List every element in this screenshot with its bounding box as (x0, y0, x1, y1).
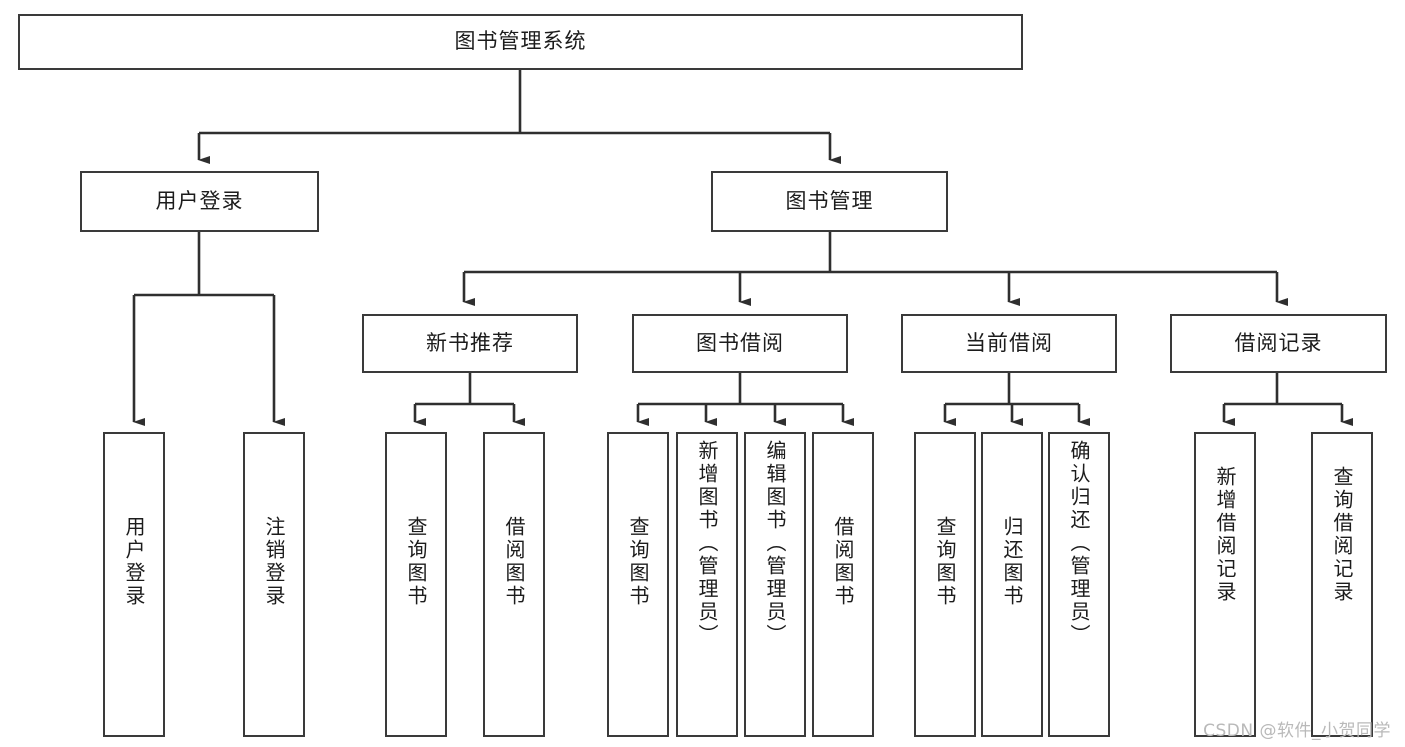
node-book-borrow[interactable]: 图书借阅 (632, 314, 848, 373)
node-leaf-edit-book-label: 编辑图书（管理员） (763, 440, 787, 647)
node-new-book-recommend[interactable]: 新书推荐 (362, 314, 578, 373)
node-root-label: 图书管理系统 (454, 29, 587, 54)
node-leaf-add-book[interactable]: 新增图书（管理员） (676, 432, 738, 737)
node-leaf-add-record[interactable]: 新增借阅记录 (1194, 432, 1256, 737)
node-leaf-borrow-book-1-label: 借阅图书 (502, 516, 526, 608)
node-leaf-query-book-1[interactable]: 查询图书 (385, 432, 447, 737)
node-leaf-query-book-3[interactable]: 查询图书 (914, 432, 976, 737)
node-leaf-borrow-book-2[interactable]: 借阅图书 (812, 432, 874, 737)
node-user-login-label: 用户登录 (155, 188, 244, 213)
node-leaf-query-book-2-label: 查询图书 (626, 516, 650, 608)
node-leaf-user-login[interactable]: 用户登录 (103, 432, 165, 737)
node-leaf-edit-book[interactable]: 编辑图书（管理员） (744, 432, 806, 737)
node-leaf-add-record-label: 新增借阅记录 (1213, 466, 1237, 604)
node-leaf-borrow-book-1[interactable]: 借阅图书 (483, 432, 545, 737)
node-leaf-query-book-3-label: 查询图书 (933, 516, 957, 608)
node-leaf-user-login-label: 用户登录 (122, 516, 146, 608)
node-leaf-borrow-book-2-label: 借阅图书 (831, 516, 855, 608)
node-new-book-recommend-label: 新书推荐 (426, 330, 514, 355)
node-leaf-return-book-label: 归还图书 (1000, 516, 1024, 608)
node-leaf-query-record[interactable]: 查询借阅记录 (1311, 432, 1373, 737)
node-leaf-query-record-label: 查询借阅记录 (1330, 466, 1354, 604)
node-leaf-query-book-1-label: 查询图书 (404, 516, 428, 608)
node-current-borrow[interactable]: 当前借阅 (901, 314, 1117, 373)
node-leaf-confirm-return-label: 确认归还（管理员） (1067, 440, 1091, 647)
node-current-borrow-label: 当前借阅 (965, 330, 1053, 355)
node-leaf-confirm-return[interactable]: 确认归还（管理员） (1048, 432, 1110, 737)
node-book-borrow-label: 图书借阅 (696, 330, 784, 355)
node-leaf-user-logout-label: 注销登录 (262, 516, 286, 608)
node-book-manage[interactable]: 图书管理 (711, 171, 948, 232)
node-user-login[interactable]: 用户登录 (80, 171, 319, 232)
watermark: CSDN @软件_小贺同学 (1203, 721, 1391, 741)
node-leaf-query-book-2[interactable]: 查询图书 (607, 432, 669, 737)
node-borrow-record-label: 借阅记录 (1234, 330, 1323, 355)
node-root[interactable]: 图书管理系统 (18, 14, 1023, 70)
node-borrow-record[interactable]: 借阅记录 (1170, 314, 1387, 373)
node-leaf-add-book-label: 新增图书（管理员） (695, 440, 719, 647)
node-leaf-return-book[interactable]: 归还图书 (981, 432, 1043, 737)
node-book-manage-label: 图书管理 (785, 188, 874, 213)
node-leaf-user-logout[interactable]: 注销登录 (243, 432, 305, 737)
